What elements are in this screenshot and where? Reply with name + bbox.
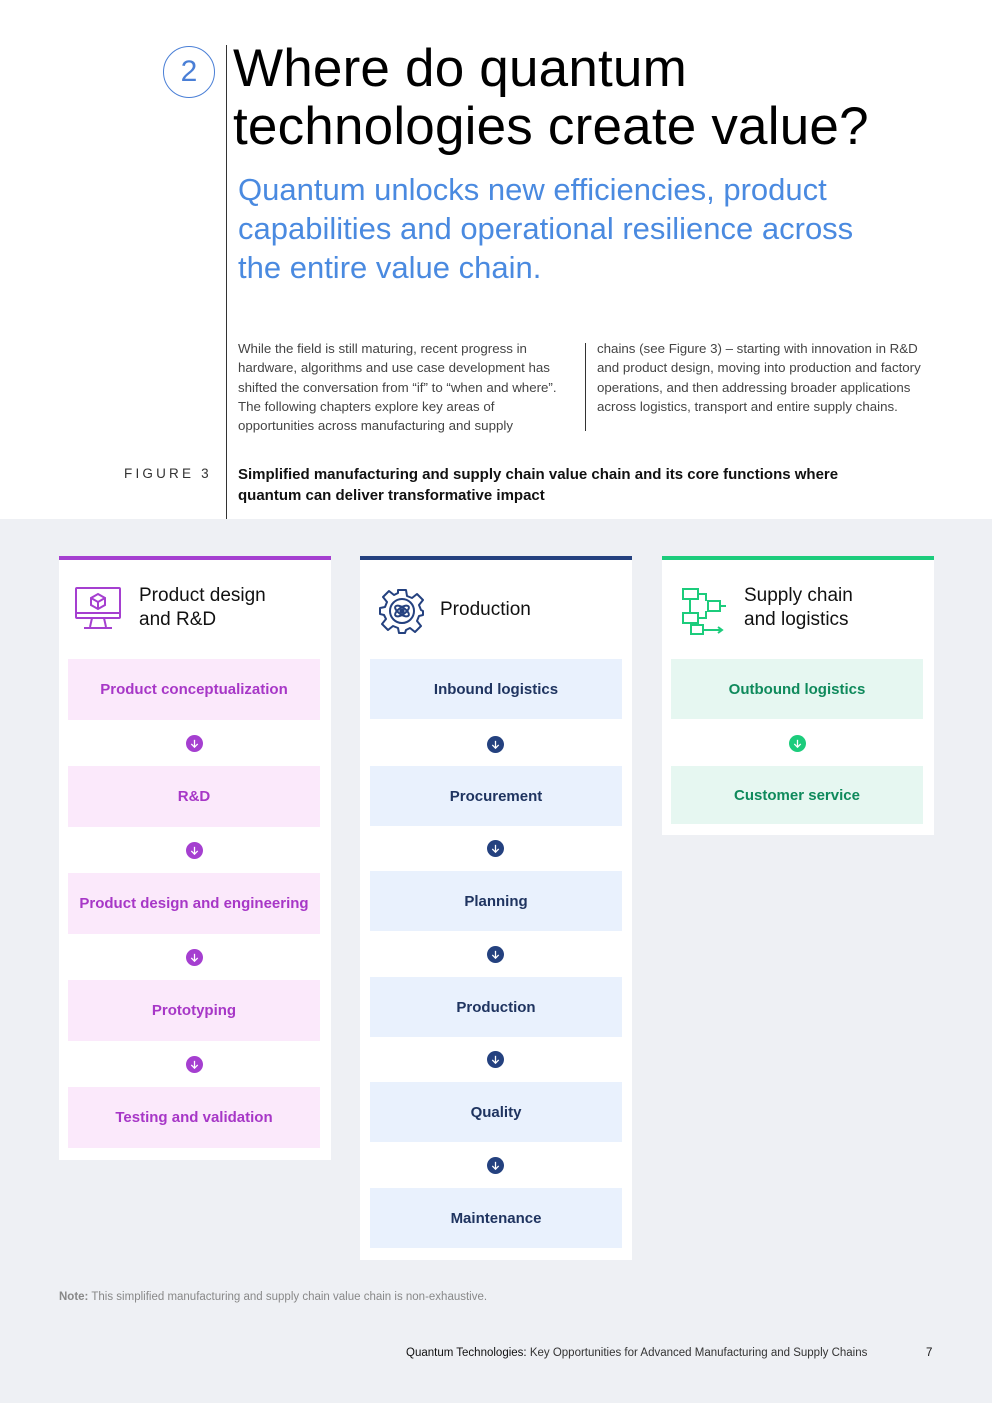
- panel-accent-bar: [662, 556, 934, 560]
- chapter-number: 2: [163, 46, 215, 98]
- page-header-area: [0, 0, 992, 519]
- panel-title-line1: Supply chain: [744, 585, 853, 606]
- step-box: Quality: [370, 1082, 622, 1142]
- step-box: Outbound logistics: [671, 659, 923, 719]
- gear-atom-icon: [378, 587, 426, 640]
- panel-accent-bar: [59, 556, 331, 560]
- footer-text: Key Opportunities for Advanced Manufactu…: [529, 1347, 868, 1359]
- note-label: Note:: [59, 1291, 89, 1303]
- vertical-rule: [226, 45, 227, 519]
- figure-caption: Simplified manufacturing and supply chai…: [238, 466, 839, 504]
- note-text: This simplified manufacturing and supply…: [91, 1291, 488, 1303]
- down-arrow-icon: [186, 735, 203, 752]
- body-column-2: chains (see Figure 3) – starting with in…: [597, 341, 921, 414]
- panel-title-line2: and R&D: [139, 609, 217, 630]
- panel-supply-chain: Supply chain and logistics Outbound logi…: [662, 556, 934, 835]
- down-arrow-icon: [789, 735, 806, 752]
- figure-label: FIGURE 3: [124, 466, 212, 481]
- step-box: Procurement: [370, 766, 622, 826]
- step-box: Planning: [370, 871, 622, 931]
- step-box: Product design and engineering: [68, 873, 320, 934]
- footer-bold: Quantum Technologies:: [406, 1347, 527, 1359]
- step-box: Customer service: [671, 766, 923, 824]
- down-arrow-icon: [186, 842, 203, 859]
- page-subtitle: Quantum unlocks new efficiencies, produc…: [238, 172, 854, 285]
- footer-title: Quantum Technologies: Key Opportunities …: [406, 1347, 867, 1359]
- step-box: Production: [370, 977, 622, 1037]
- down-arrow-icon: [487, 1051, 504, 1068]
- step-box: Product conceptualization: [68, 659, 320, 720]
- body-column-1: While the field is still maturing, recen…: [238, 341, 557, 434]
- step-box: Testing and validation: [68, 1087, 320, 1148]
- page-number: 7: [926, 1347, 933, 1359]
- panel-header: Supply chain and logistics: [662, 560, 934, 655]
- panel-header: Product design and R&D: [59, 560, 331, 655]
- down-arrow-icon: [186, 949, 203, 966]
- down-arrow-icon: [186, 1056, 203, 1073]
- flow-boxes-icon: [682, 587, 730, 640]
- panel-title-line2: and logistics: [744, 609, 849, 630]
- panel-production: Production Inbound logistics Procurement…: [360, 556, 632, 1260]
- step-box: R&D: [68, 766, 320, 827]
- figure-note: Note: This simplified manufacturing and …: [59, 1291, 487, 1303]
- down-arrow-icon: [487, 840, 504, 857]
- step-box: Maintenance: [370, 1188, 622, 1248]
- monitor-cube-icon: [74, 586, 122, 637]
- panel-product-design: Product design and R&D Product conceptua…: [59, 556, 331, 1160]
- panel-title-line1: Production: [440, 599, 531, 620]
- step-box: Inbound logistics: [370, 659, 622, 719]
- column-divider: [585, 343, 586, 431]
- panel-title-line1: Product design: [139, 585, 266, 606]
- panel-accent-bar: [360, 556, 632, 560]
- down-arrow-icon: [487, 1157, 504, 1174]
- page-title: Where do quantum technologies create val…: [233, 39, 869, 156]
- step-box: Prototyping: [68, 980, 320, 1041]
- down-arrow-icon: [487, 946, 504, 963]
- panel-header: Production: [360, 560, 632, 655]
- down-arrow-icon: [487, 736, 504, 753]
